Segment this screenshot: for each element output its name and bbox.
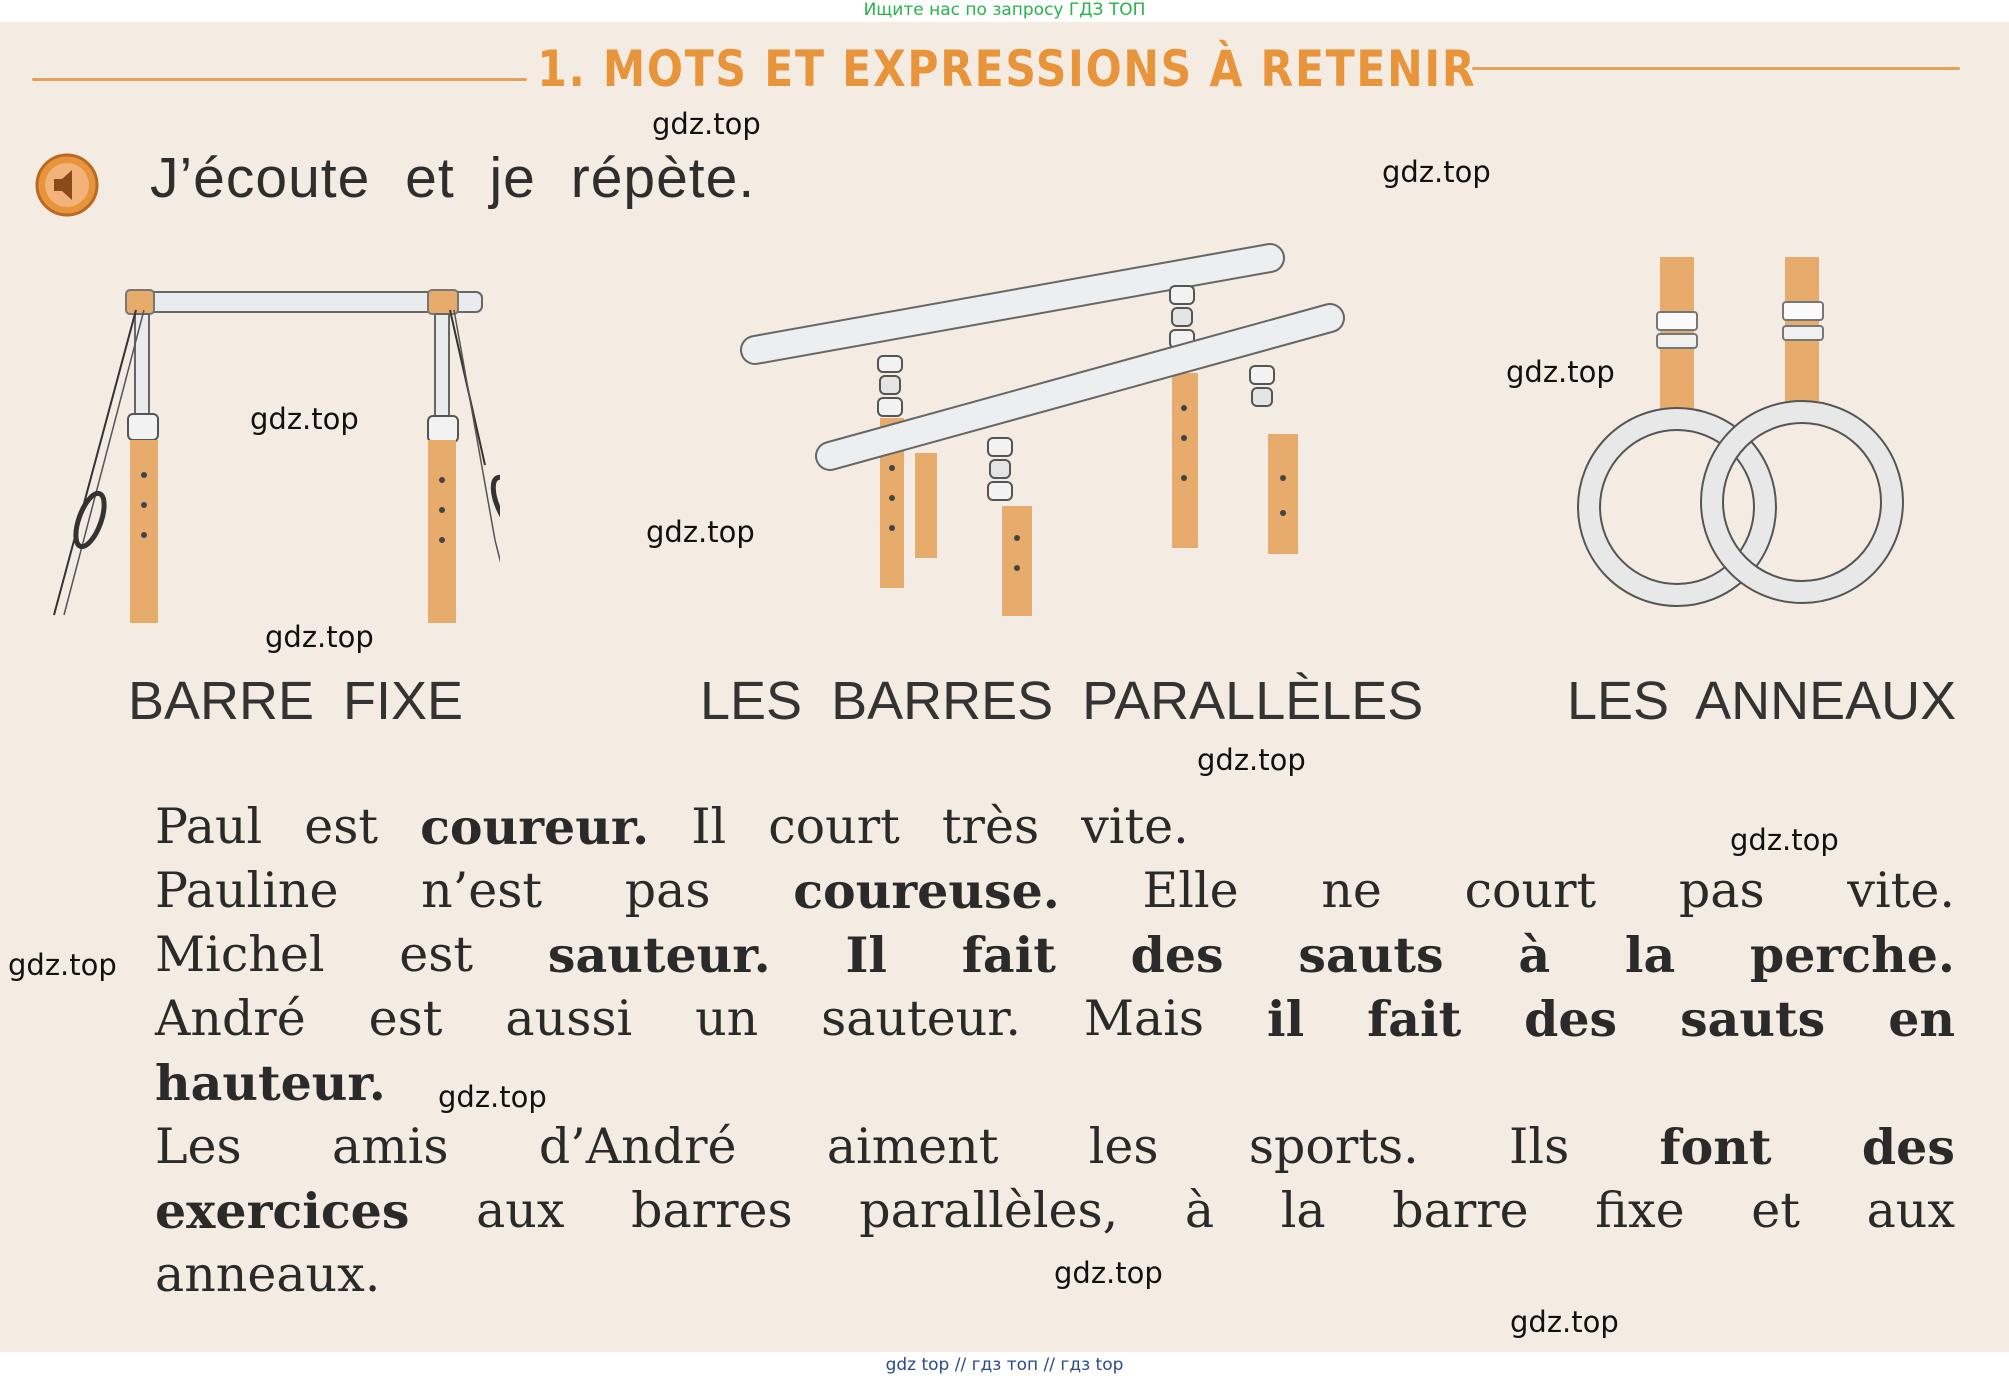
watermark: gdz.top [8, 948, 117, 982]
word: Mais [1083, 990, 1205, 1047]
word: Elle [1142, 862, 1239, 919]
word: parallèles, [859, 1182, 1119, 1239]
word: vite. [1847, 862, 1955, 919]
bold-word: hauteur. [155, 1054, 386, 1112]
text-line: André est aussi un sauteur. Mais il fait des saut… [155, 987, 1955, 1051]
bold-word: fait [1367, 990, 1462, 1048]
bold-word: coureuse. [793, 862, 1060, 920]
bold-word: sauteur. [547, 926, 771, 984]
rings-illustration [1577, 257, 1904, 607]
word: ne [1321, 862, 1382, 919]
watermark: gdz.top [1730, 823, 1839, 857]
bold-word: font [1659, 1118, 1772, 1176]
word: est [304, 798, 379, 855]
word: André [155, 990, 306, 1047]
caption-parallel-bars: LES BARRES PARALLÈLES [700, 671, 1424, 731]
word: Michel [155, 926, 325, 983]
bottom-note: gdz top // гдз топ // гдз top [885, 1355, 1124, 1375]
word: court [768, 798, 900, 855]
bold-word: des [1861, 1118, 1955, 1176]
watermark: gdz.top [646, 515, 755, 549]
word: Pauline [155, 862, 339, 919]
listening-instruction: J’écoute et je répète. [150, 146, 756, 210]
bold-word: Il [845, 926, 887, 984]
watermark: gdz.top [1506, 355, 1615, 389]
watermark: gdz.top [265, 620, 374, 654]
bold-word: sauts [1298, 926, 1444, 984]
word: les [1088, 1118, 1159, 1175]
bold-word: fait [961, 926, 1056, 984]
watermark: gdz.top [1382, 155, 1491, 189]
word: Paul [155, 798, 263, 855]
horizontal-bar-illustration [53, 289, 500, 623]
bold-word: sauts [1680, 990, 1826, 1048]
word: sports. [1248, 1118, 1419, 1175]
word: vite. [1081, 798, 1189, 855]
bold-word: il [1266, 990, 1305, 1048]
watermark: gdz.top [652, 107, 761, 141]
word: Il [691, 798, 727, 855]
word: d’André [538, 1118, 737, 1175]
word: barre [1392, 1182, 1529, 1239]
word: Ils [1509, 1118, 1570, 1175]
word: est [368, 990, 443, 1047]
bold-word: perche. [1750, 926, 1955, 984]
word: aussi [505, 990, 633, 1047]
word: pas [1678, 862, 1765, 919]
watermark: gdz.top [1510, 1305, 1619, 1339]
watermark: gdz.top [1054, 1256, 1163, 1290]
textbook-page [0, 22, 2009, 1352]
word: aux [476, 1182, 565, 1239]
word: barres [631, 1182, 793, 1239]
heading-rule-right [1472, 67, 1960, 70]
bold-word: des [1524, 990, 1618, 1048]
word: à [1184, 1182, 1215, 1239]
text-line: Pauline n’est pas coureuse. Elle ne court pas vi… [155, 859, 1955, 923]
word: n’est [421, 862, 543, 919]
text-line: Les amis d’André aiment les sports. Ils font des [155, 1115, 1955, 1179]
word: Les [155, 1118, 242, 1175]
word: aiment [826, 1118, 999, 1175]
caption-horizontal-bar: BARRE FIXE [128, 671, 464, 731]
word: la [1280, 1182, 1326, 1239]
word: fixe [1595, 1182, 1685, 1239]
word: court [1464, 862, 1597, 919]
text-line: hauteur. [155, 1051, 1955, 1115]
word: très [941, 798, 1040, 855]
word: amis [332, 1118, 449, 1175]
word: un [695, 990, 759, 1047]
watermark: gdz.top [438, 1080, 547, 1114]
text-line: exercices aux barres parallèles, à la barre fix… [155, 1179, 1955, 1243]
bold-word: exercices [155, 1182, 410, 1240]
word: pas [624, 862, 711, 919]
text-line: Michel est sauteur. Il fait des sauts à la perche… [155, 923, 1955, 987]
text-line: anneaux. [155, 1243, 1955, 1307]
word: aux [1866, 1182, 1955, 1239]
bold-word: coureur. [420, 798, 650, 856]
word: anneaux. [155, 1246, 381, 1303]
section-heading: 1. MOTS ET EXPRESSIONS À RETENIR [537, 40, 1477, 98]
bold-word: la [1624, 926, 1676, 984]
watermark: gdz.top [250, 402, 359, 436]
parallel-bars-illustration [740, 243, 1345, 616]
speaker-icon[interactable] [34, 152, 100, 218]
word: et [1751, 1182, 1800, 1239]
bold-word: en [1888, 990, 1955, 1048]
word: sauteur. [821, 990, 1021, 1047]
heading-rule-left [32, 78, 527, 81]
top-search-note: Ищите нас по запросу ГДЗ ТОП [863, 0, 1146, 20]
bold-word: à [1518, 926, 1551, 984]
watermark: gdz.top [1197, 743, 1306, 777]
bold-word: des [1130, 926, 1224, 984]
word: est [399, 926, 474, 983]
caption-rings: LES ANNEAUX [1567, 671, 1957, 731]
